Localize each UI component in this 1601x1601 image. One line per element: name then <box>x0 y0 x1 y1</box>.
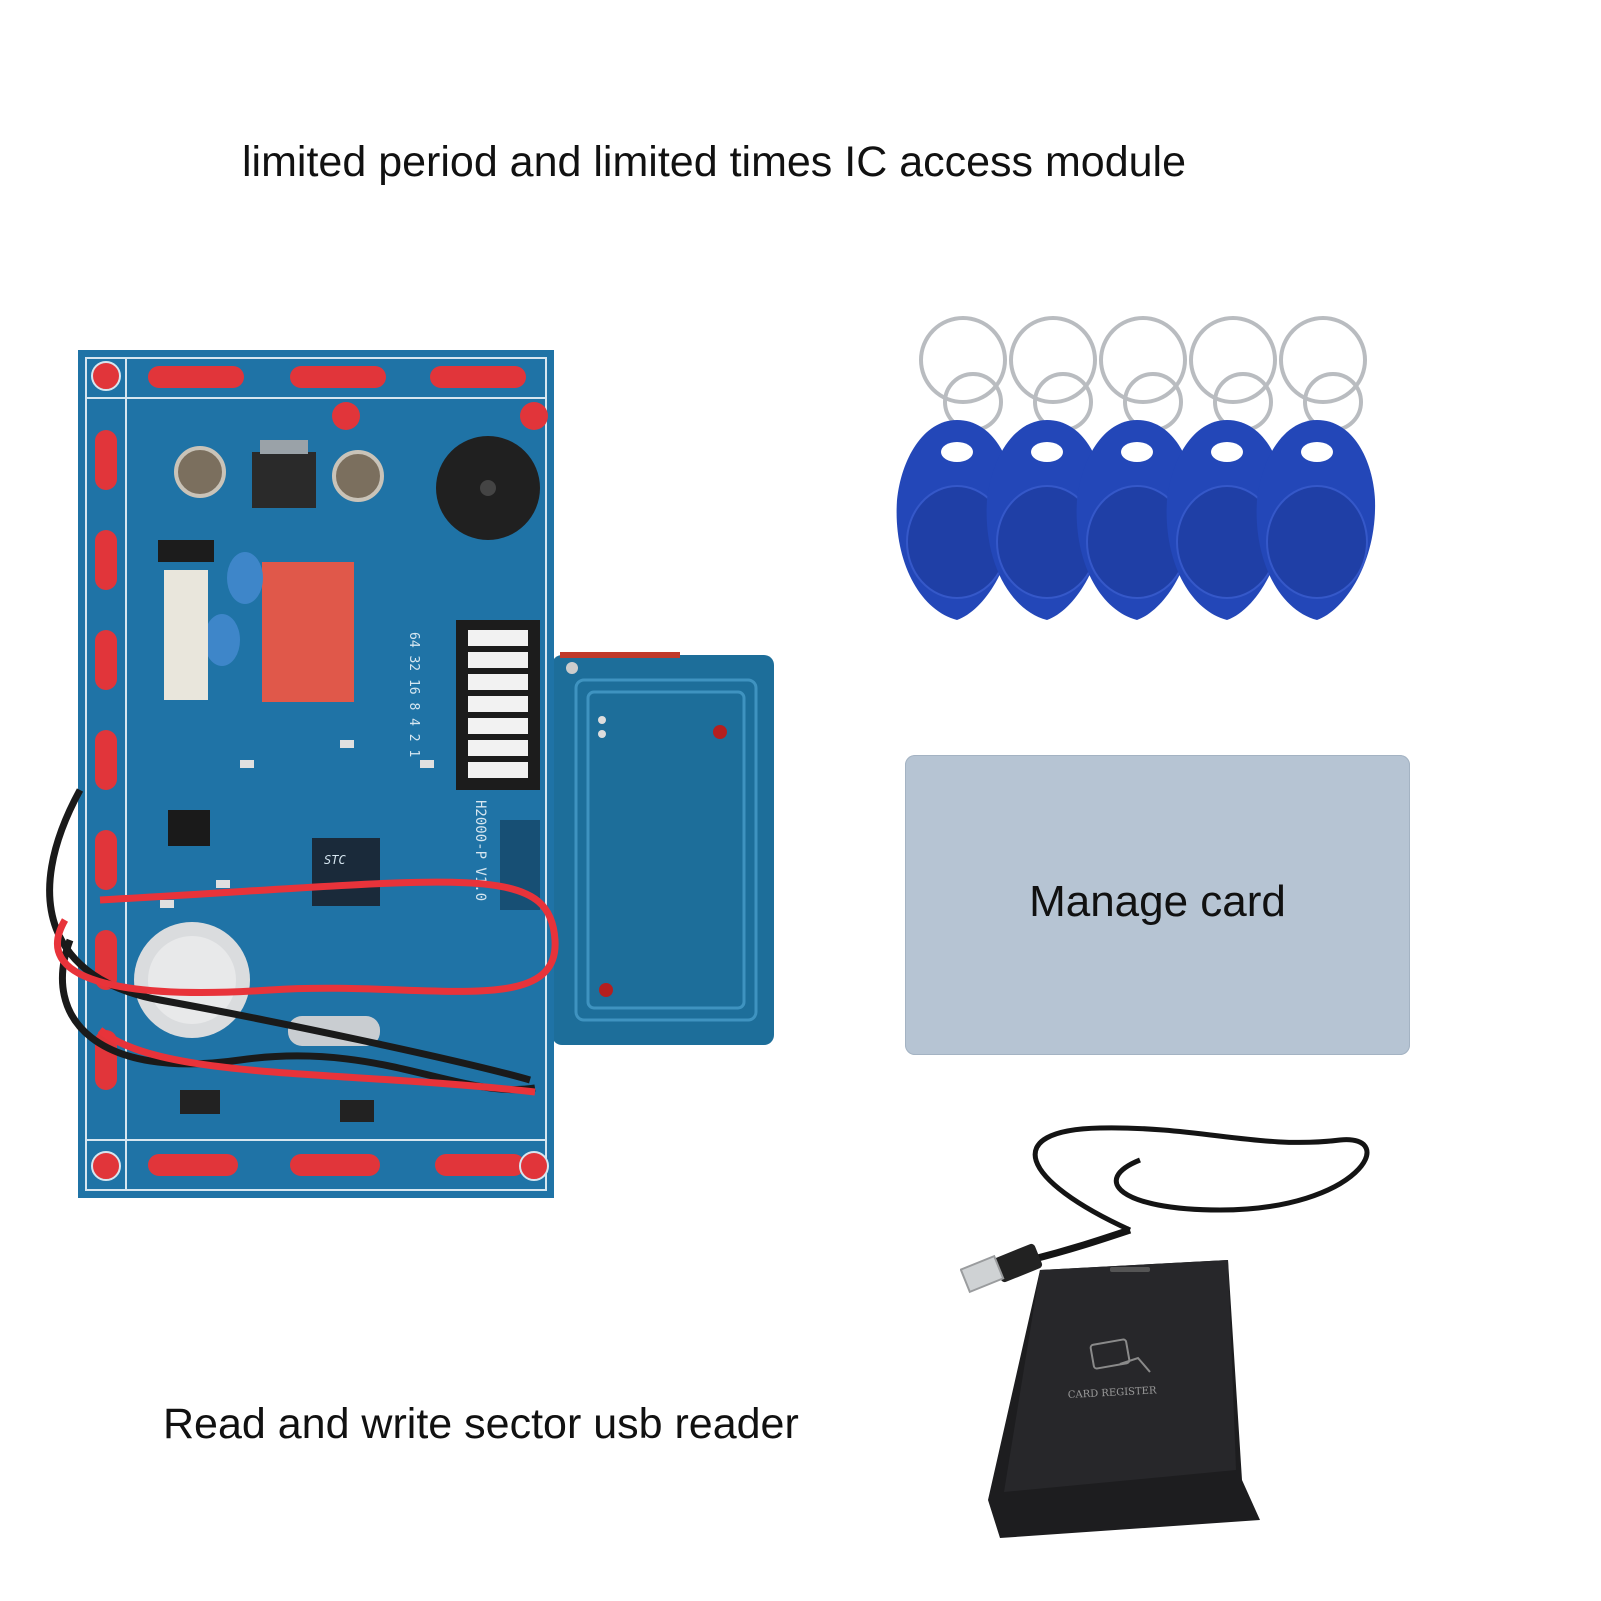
key-fob <box>1256 316 1376 620</box>
usb-plug <box>960 1243 1043 1294</box>
reader-label: CARD REGISTER <box>1068 1385 1158 1401</box>
black-wire <box>46 788 531 1084</box>
card-tap-icon <box>1089 1338 1151 1373</box>
reader-caption: Read and write sector usb reader <box>163 1400 799 1448</box>
terminal-block <box>164 570 208 700</box>
dip-number-labels: 64 32 16 8 4 2 1 <box>406 632 421 757</box>
usb-cable <box>1032 1125 1370 1233</box>
manage-card: Manage card <box>905 755 1410 1055</box>
key-fobs-image <box>896 316 1376 620</box>
key-fob <box>896 316 1016 620</box>
microcontroller-chip <box>312 838 380 906</box>
chip-brand-label: STC <box>324 853 346 867</box>
manage-card-label: Manage card <box>1029 877 1286 926</box>
key-fob <box>986 316 1106 620</box>
key-fob <box>1076 316 1196 620</box>
antenna-board <box>552 655 774 1045</box>
board-model-label: H2000-P V1.0 <box>472 800 488 901</box>
key-fob <box>1166 316 1286 620</box>
relay <box>262 562 354 702</box>
page-title: limited period and limited times IC acce… <box>242 138 1187 186</box>
red-wire <box>54 878 559 996</box>
pcb-module-image: 64 32 16 8 4 2 1 STC H2000-P V1.0 <box>46 350 774 1198</box>
usb-reader-image: CARD REGISTER <box>960 1125 1370 1538</box>
